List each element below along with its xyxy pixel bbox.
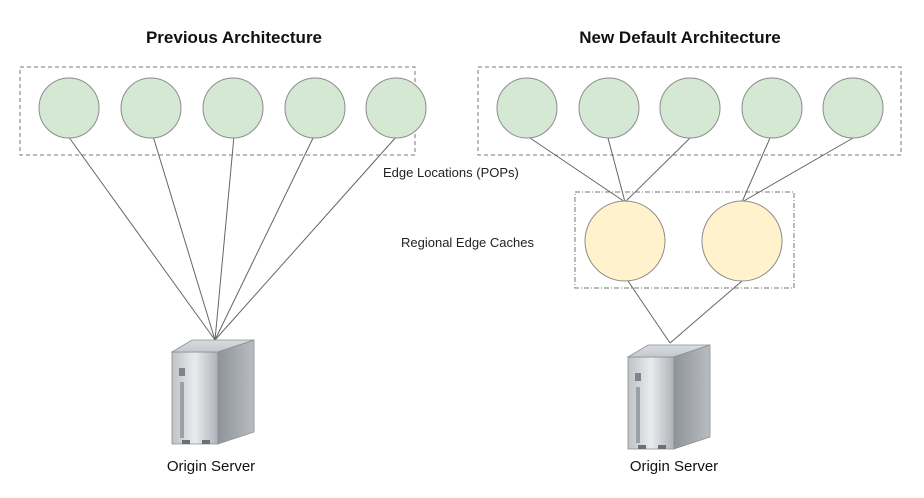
regional-edge-cache-node <box>584 200 666 282</box>
previous-edge-group <box>19 66 416 156</box>
edge-location-node <box>822 77 884 139</box>
regional-cache-group <box>574 191 795 289</box>
edge-location-node <box>659 77 721 139</box>
edge-location-node <box>202 77 264 139</box>
regional-edge-cache-node <box>701 200 783 282</box>
new-default-architecture-title: New Default Architecture <box>579 28 781 47</box>
new-origin-server-icon <box>626 344 711 450</box>
regional-edge-caches-label: Regional Edge Caches <box>401 235 534 250</box>
previous-connectors <box>67 135 398 341</box>
previous-origin-server-label: Origin Server <box>166 458 256 475</box>
previous-edge-nodes <box>38 77 427 139</box>
edge-location-node <box>365 77 427 139</box>
regional-cache-nodes <box>584 200 783 282</box>
edge-location-node <box>741 77 803 139</box>
edge-location-node <box>496 77 558 139</box>
new-connectors <box>529 137 854 344</box>
edge-location-node <box>38 77 100 139</box>
new-origin-server-label: Origin Server <box>629 458 719 475</box>
previous-origin-server-icon <box>170 339 255 445</box>
new-edge-nodes <box>496 77 884 139</box>
edge-location-node <box>120 77 182 139</box>
previous-architecture-title: Previous Architecture <box>145 28 323 47</box>
edge-location-node <box>284 77 346 139</box>
edge-locations-label: Edge Locations (POPs) <box>383 165 519 180</box>
new-edge-group <box>477 66 902 156</box>
edge-location-node <box>578 77 640 139</box>
